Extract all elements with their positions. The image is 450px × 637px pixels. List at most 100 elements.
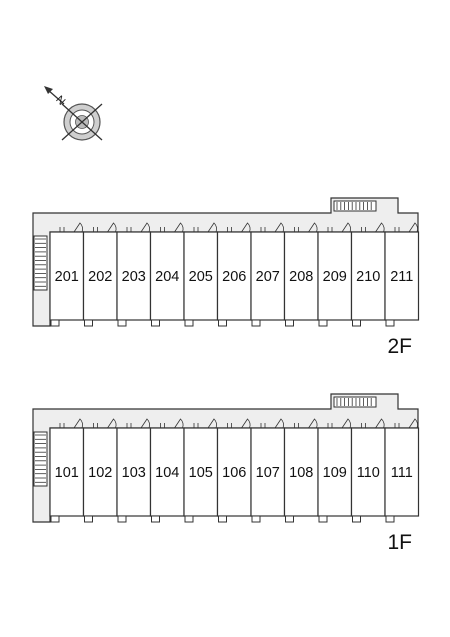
unit-210	[350, 231, 386, 321]
door-swing	[207, 418, 217, 429]
balcony-tab	[117, 319, 127, 327]
balcony-tab	[151, 515, 160, 523]
unit-111	[384, 427, 420, 517]
unit-101	[49, 427, 85, 517]
balcony-tab	[218, 319, 227, 327]
corridor	[32, 393, 419, 523]
unit-label-110: 110	[357, 465, 380, 481]
unit-label-206: 206	[222, 269, 246, 285]
unit-207	[250, 231, 286, 321]
unit-label-105: 105	[189, 465, 213, 481]
door-swing	[375, 222, 385, 233]
corridor	[32, 197, 419, 327]
unit-label-209: 209	[323, 269, 347, 285]
unit-208	[283, 231, 319, 321]
unit-110	[350, 427, 386, 517]
door-frame	[227, 227, 232, 232]
door-frame	[294, 423, 299, 428]
door-swing	[107, 418, 117, 429]
door-swing	[341, 418, 351, 429]
door-swing	[274, 222, 284, 233]
unit-204	[149, 231, 185, 321]
door-swing	[274, 418, 284, 429]
balcony-tab	[50, 515, 60, 523]
door-frame	[294, 227, 299, 232]
balcony-tab	[151, 319, 160, 327]
door-frame	[327, 227, 333, 232]
door-frame	[327, 423, 333, 428]
door-frame	[394, 227, 400, 232]
door-swing	[308, 222, 318, 233]
door-frame	[193, 227, 199, 232]
door-swing	[375, 418, 385, 429]
balcony-tab	[352, 319, 361, 327]
balcony-tab	[285, 515, 294, 523]
balcony-tab	[50, 319, 60, 327]
balcony-tab	[84, 319, 93, 327]
balcony-tab	[251, 515, 261, 523]
balcony-tab	[117, 515, 127, 523]
door-swing	[174, 418, 184, 429]
unit-label-104: 104	[155, 465, 179, 481]
door-swing	[73, 222, 83, 233]
door-frame	[160, 227, 165, 232]
door-swing	[341, 222, 351, 233]
balcony-tab	[352, 515, 361, 523]
unit-label-211: 211	[390, 269, 413, 285]
door-frame	[361, 423, 366, 428]
door-frame	[260, 227, 266, 232]
balcony-tab	[184, 515, 194, 523]
left-stair	[33, 431, 48, 487]
door-frame	[394, 423, 400, 428]
door-frame	[260, 423, 266, 428]
door-frame	[126, 423, 132, 428]
unit-103	[116, 427, 152, 517]
unit-109	[317, 427, 353, 517]
balcony-tab	[218, 515, 227, 523]
unit-108	[283, 427, 319, 517]
unit-label-202: 202	[88, 269, 112, 285]
unit-label-210: 210	[356, 269, 380, 285]
door-frame	[93, 227, 98, 232]
left-stair	[33, 235, 48, 291]
unit-202	[82, 231, 118, 321]
balcony-tab	[285, 319, 294, 327]
north-arrow-compass-icon: N	[44, 86, 103, 141]
door-swing	[308, 418, 318, 429]
door-swing	[241, 222, 251, 233]
unit-label-101: 101	[55, 465, 79, 481]
door-swing	[73, 418, 83, 429]
balcony-tab	[385, 319, 395, 327]
unit-label-102: 102	[88, 465, 112, 481]
unit-106	[216, 427, 252, 517]
unit-label-107: 107	[256, 465, 280, 481]
unit-205	[183, 231, 219, 321]
door-swing	[408, 222, 418, 233]
top-stair	[333, 200, 377, 212]
floor-label: 1F	[387, 531, 412, 554]
door-frame	[227, 423, 232, 428]
balcony-tab	[251, 319, 261, 327]
unit-105	[183, 427, 219, 517]
unit-label-201: 201	[55, 269, 79, 285]
balcony-tab	[84, 515, 93, 523]
unit-label-208: 208	[289, 269, 313, 285]
door-frame	[59, 423, 65, 428]
unit-label-106: 106	[222, 465, 246, 481]
unit-211	[384, 231, 420, 321]
door-frame	[59, 227, 65, 232]
balcony-tab	[184, 319, 194, 327]
unit-206	[216, 231, 252, 321]
unit-102	[82, 427, 118, 517]
balcony-tab	[385, 515, 395, 523]
door-swing	[408, 418, 418, 429]
unit-label-203: 203	[122, 269, 146, 285]
top-stair	[333, 396, 377, 408]
unit-label-111: 111	[391, 465, 413, 481]
balcony-tab	[318, 319, 328, 327]
unit-label-108: 108	[289, 465, 313, 481]
floor-label: 2F	[387, 335, 412, 358]
